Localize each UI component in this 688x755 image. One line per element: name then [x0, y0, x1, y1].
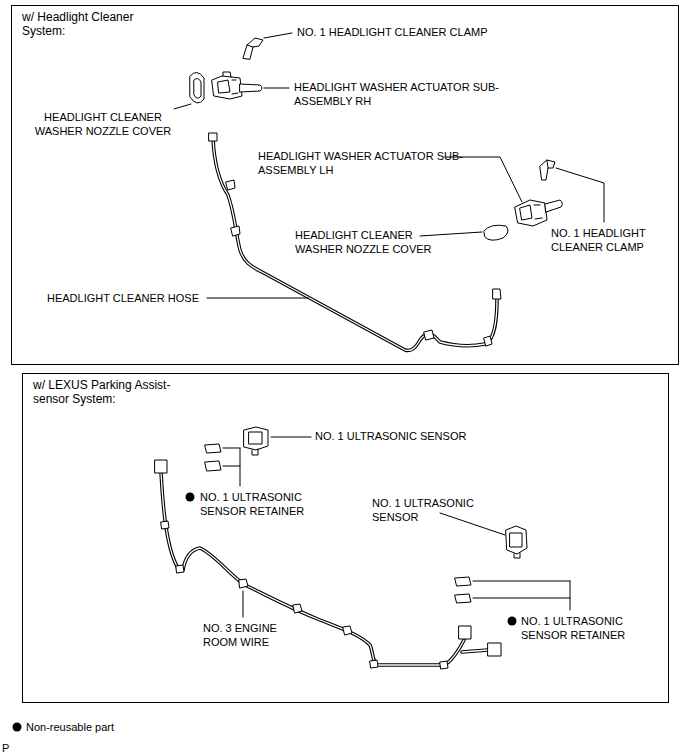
hose-fitting: [209, 133, 501, 346]
part-name: NO. 1 ULTRASONIC SENSOR: [372, 496, 492, 524]
actuator-symbol: [515, 200, 547, 226]
leader-line: [207, 298, 308, 299]
sensor-symbol: [506, 526, 527, 554]
hose-symbol: [213, 138, 497, 350]
hose-symbol: [213, 138, 497, 350]
panel-heading: w/ LEXUS Parking Assist-sensor System:: [23, 374, 193, 406]
legend-dot: [11, 721, 23, 733]
leader-line: [264, 33, 292, 38]
bracket-line: [223, 448, 240, 486]
page-code: P: [2, 741, 9, 755]
legend-text: Non-reusable part: [26, 720, 114, 734]
part-name: NO. 3 ENGINE ROOM WIRE: [203, 621, 303, 649]
retainer-symbol: [455, 577, 471, 603]
panel-frame: w/ LEXUS Parking Assist-sensor System:: [22, 373, 669, 703]
clamp-symbol: [540, 160, 555, 180]
part-name: HEADLIGHT CLEANER WASHER NOZZLE COVER: [295, 228, 455, 256]
clamp-symbol: [243, 38, 263, 59]
leader-line: [556, 168, 604, 222]
sensor-symbol: [510, 533, 522, 558]
actuator-symbol: [212, 76, 242, 99]
panel-heading: w/ Headlight Cleaner System:: [12, 6, 147, 38]
sensor-symbol: [249, 432, 262, 455]
leader-line: [174, 104, 191, 109]
part-name: HEADLIGHT WASHER ACTUATOR SUB-ASSEMBLY R…: [294, 80, 504, 108]
leader-line: [440, 513, 505, 535]
part-name: NO. 1 ULTRASONIC SENSOR: [315, 429, 466, 443]
actuator-symbol: [218, 72, 238, 94]
leader-line: [420, 232, 482, 236]
part-name: NO. 1 ULTRASONIC SENSOR RETAINER: [200, 490, 325, 518]
legend-item: Non-reusable part: [11, 720, 114, 734]
leader-line: [264, 88, 289, 89]
nozzle-cover-symbol: [190, 72, 204, 103]
non-reusable-mark: [13, 723, 22, 732]
actuator-symbol: [240, 84, 262, 92]
leader-line: [271, 437, 311, 438]
nozzle-cover-symbol: [194, 78, 201, 98]
sensor-symbol: [244, 427, 268, 450]
nozzle-cover-symbol: [484, 225, 508, 240]
bracket-line: [473, 581, 570, 610]
connector-symbol: [155, 460, 501, 669]
leader-line: [243, 591, 244, 617]
retainer-symbol: [205, 444, 221, 471]
panel-frame: w/ Headlight Cleaner System:: [11, 5, 679, 365]
part-name: HEADLIGHT CLEANER WASHER NOZZLE COVER: [23, 110, 183, 138]
leader-line: [445, 157, 522, 202]
actuator-symbol: [545, 200, 562, 212]
part-name: NO. 1 ULTRASONIC SENSOR RETAINER: [521, 614, 646, 642]
part-name: HEADLIGHT WASHER ACTUATOR SUB-ASSEMBLY L…: [258, 149, 468, 177]
part-name: NO. 1 HEADLIGHT CLEANER CLAMP: [297, 25, 488, 39]
non-reusable-mark: [186, 493, 195, 502]
part-name: NO. 1 HEADLIGHT CLEANER CLAMP: [551, 226, 671, 254]
part-name: HEADLIGHT CLEANER HOSE: [47, 291, 199, 305]
actuator-symbol: [520, 205, 542, 220]
non-reusable-mark: [508, 617, 517, 626]
